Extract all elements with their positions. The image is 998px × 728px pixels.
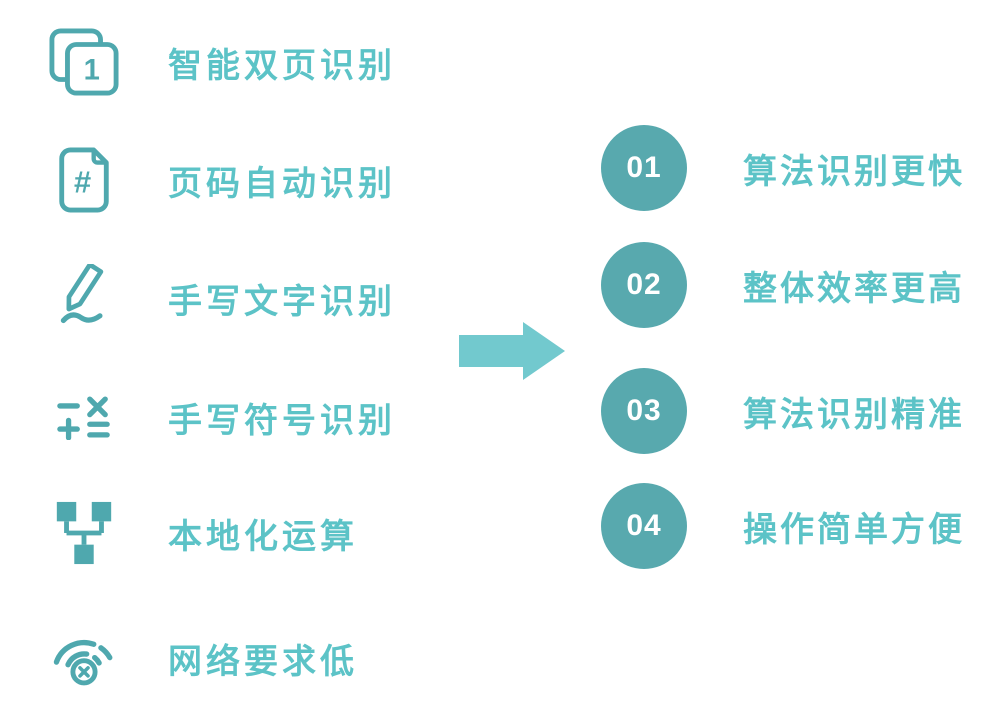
benefit-number: 01	[626, 151, 662, 184]
benefit-label: 操作简单方便	[743, 510, 965, 549]
dual-page-icon-number: 1	[84, 55, 100, 87]
feature-label: 手写符号识别	[168, 401, 396, 440]
right-arrow-icon	[459, 321, 567, 381]
wifi-blocked-icon	[46, 629, 122, 688]
feature-row-network: 网络要求低	[0, 613, 470, 703]
benefit-row-3: 03 算法识别精准	[601, 368, 965, 454]
benefit-number-badge: 01	[601, 125, 687, 211]
feature-row-page-number: # 页码自动识别	[0, 135, 470, 225]
feature-label: 手写文字识别	[168, 282, 396, 321]
feature-label: 页码自动识别	[168, 164, 396, 203]
benefit-number: 02	[626, 268, 662, 301]
benefit-row-1: 01 算法识别更快	[601, 125, 965, 211]
page-number-icon-hash: #	[73, 165, 91, 200]
benefit-label: 算法识别更快	[743, 152, 965, 191]
benefit-label: 整体效率更高	[743, 269, 965, 308]
benefit-number-badge: 03	[601, 368, 687, 454]
handwriting-pen-icon	[46, 264, 122, 332]
feature-label: 网络要求低	[168, 642, 358, 681]
feature-row-handwriting: 手写文字识别	[0, 253, 470, 343]
benefit-number-badge: 02	[601, 242, 687, 328]
benefit-number: 03	[626, 394, 662, 427]
local-compute-icon	[46, 499, 122, 567]
math-symbols-icon	[46, 395, 122, 440]
benefit-row-4: 04 操作简单方便	[601, 483, 965, 569]
dual-page-icon: 1	[46, 27, 122, 97]
feature-row-local-compute: 本地化运算	[0, 488, 470, 578]
benefit-row-2: 02 整体效率更高	[601, 242, 965, 328]
page-number-icon: #	[46, 147, 122, 213]
feature-label: 智能双页识别	[168, 46, 396, 85]
benefit-number: 04	[626, 509, 662, 542]
feature-row-dual-page: 1 智能双页识别	[0, 17, 470, 107]
benefit-number-badge: 04	[601, 483, 687, 569]
feature-label: 本地化运算	[168, 517, 358, 556]
feature-row-symbols: 手写符号识别	[0, 372, 470, 462]
benefit-label: 算法识别精准	[743, 395, 965, 434]
